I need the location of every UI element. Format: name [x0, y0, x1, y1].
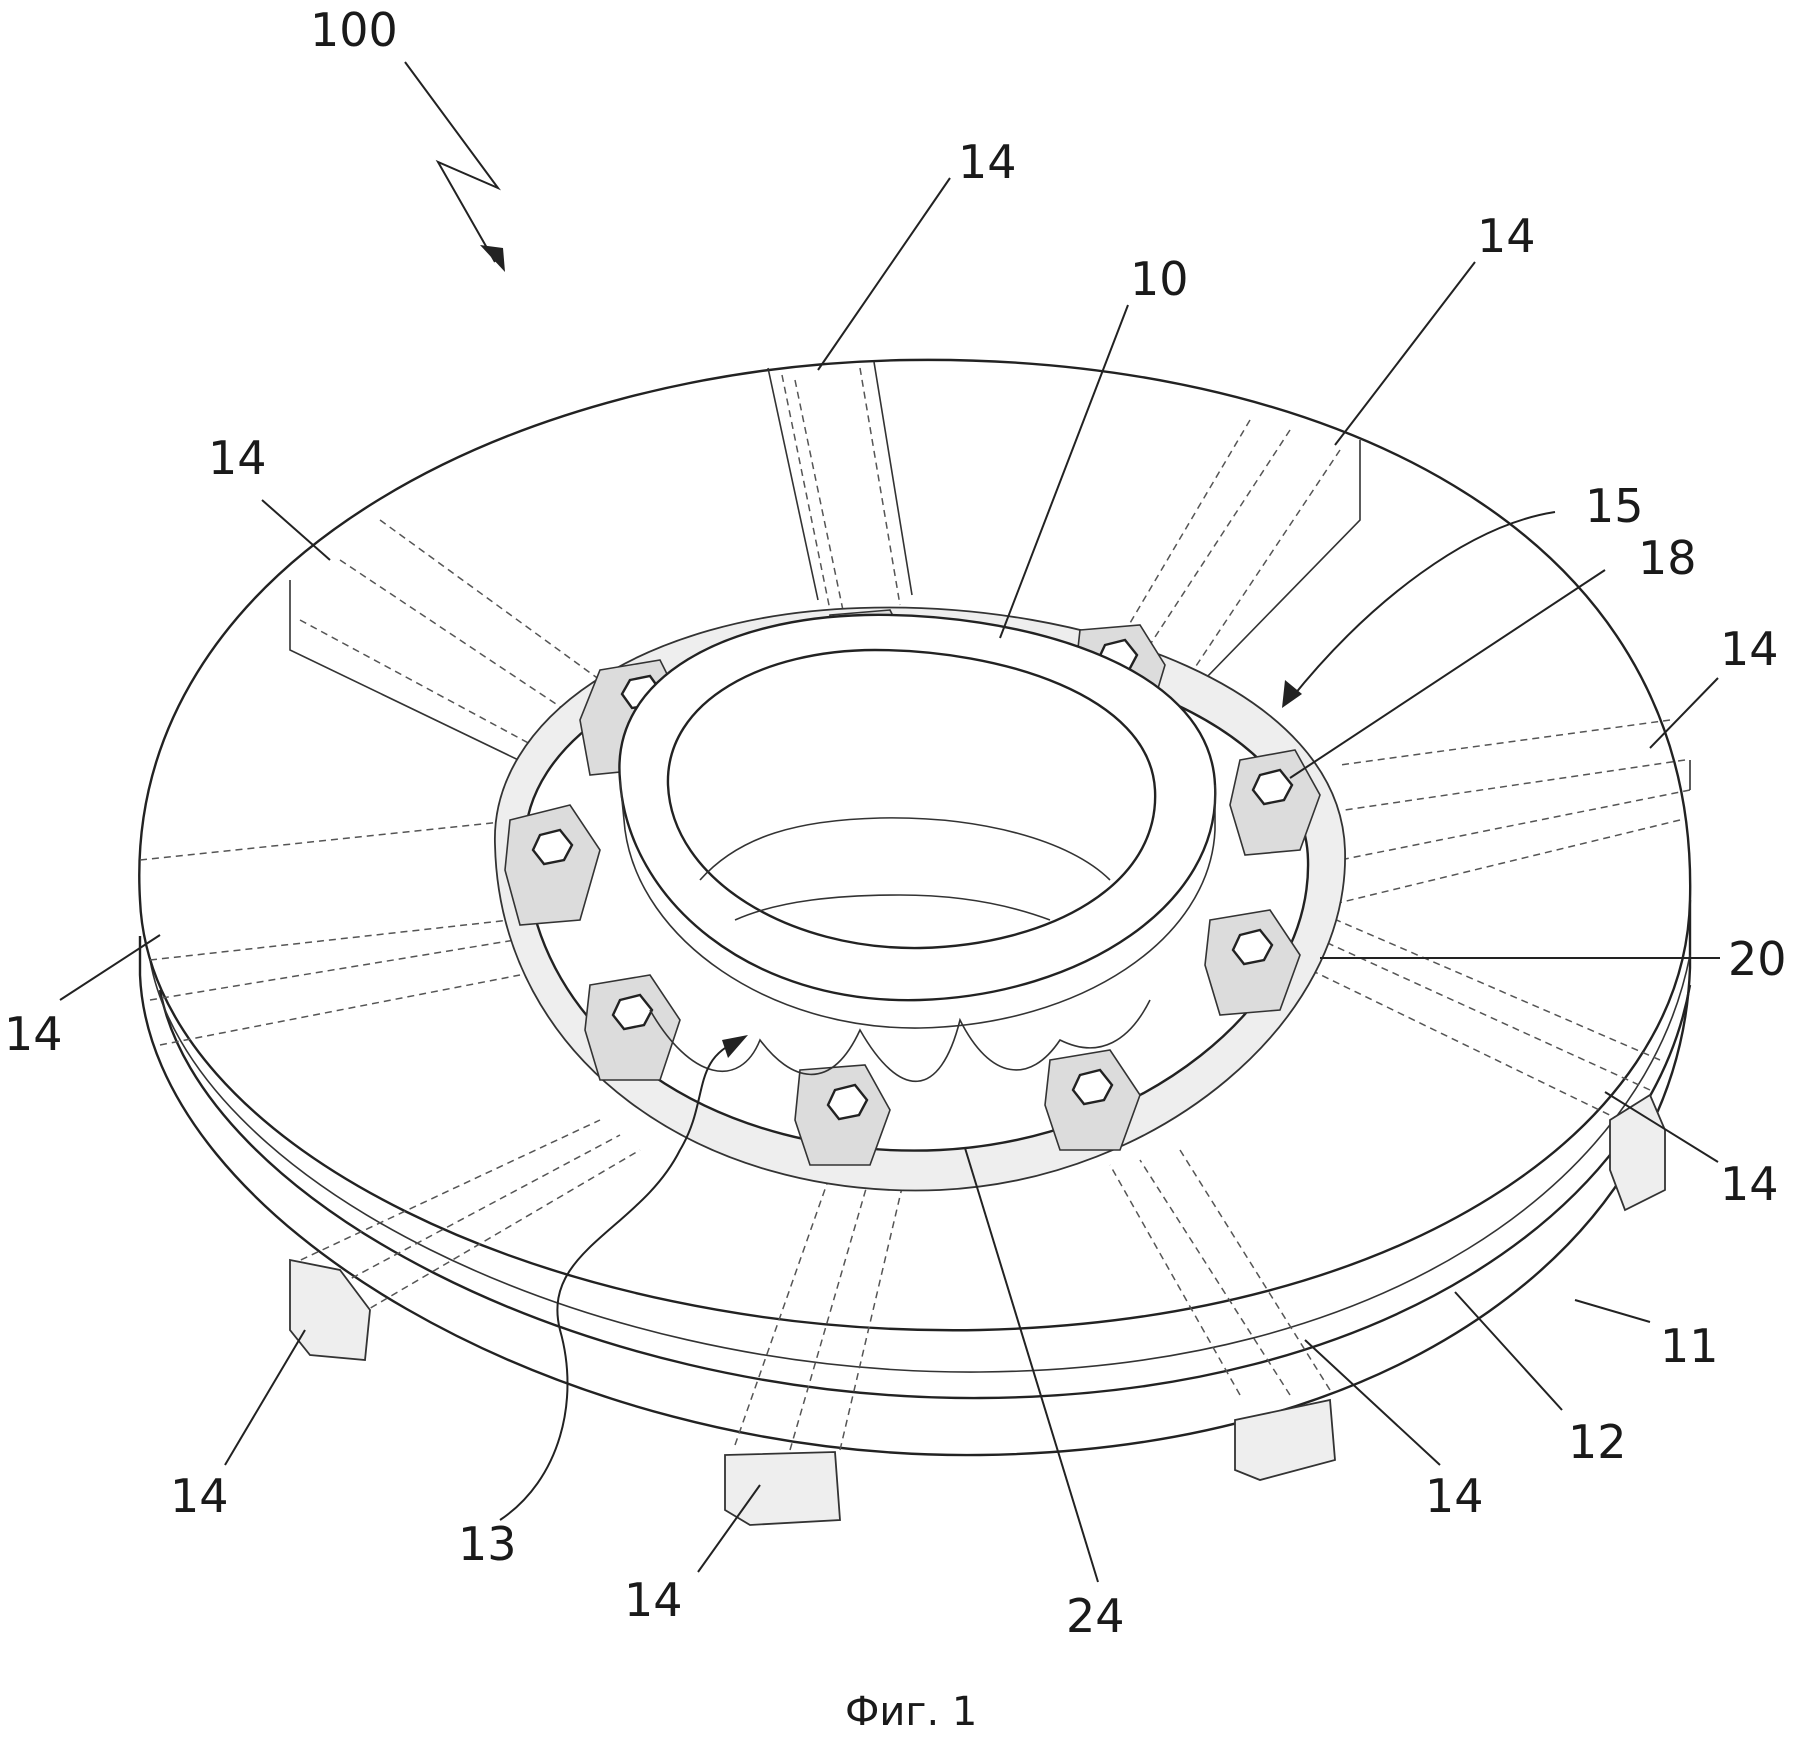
label-11: 11 [1660, 1319, 1719, 1373]
spoke-bottomright [1109, 1149, 1331, 1396]
leader-14-bottom [697, 1484, 761, 1573]
spokes [139, 361, 1691, 1526]
hub-assembly [494, 606, 1346, 1192]
spoke-left [139, 819, 521, 1046]
label-13: 13 [458, 1517, 517, 1571]
label-15: 15 [1585, 479, 1644, 533]
label-14-left: 14 [4, 1007, 63, 1061]
leader-12 [1454, 1291, 1563, 1411]
spoke-bottomleft-foot [289, 1258, 371, 1361]
label-14-upperleft: 14 [208, 431, 267, 485]
leader-14-bottomright [1304, 1339, 1441, 1466]
leader-11 [1574, 1299, 1651, 1323]
figure-caption: Фиг. 1 [845, 1689, 977, 1735]
leader-14-upperleft [261, 499, 331, 561]
leader-13 [499, 1039, 741, 1521]
spoke-upperleft [289, 580, 561, 781]
disc-outer-rim-bottom [138, 900, 1692, 1457]
arrowhead-15 [1282, 680, 1302, 708]
label-14-right: 14 [1720, 622, 1779, 676]
leader-15 [1289, 511, 1556, 701]
label-24: 24 [1066, 1589, 1125, 1643]
arrowhead-13 [722, 1035, 748, 1058]
spoke-lowerright-foot [1609, 1093, 1666, 1212]
leader-10 [999, 304, 1129, 639]
label-14-bottomleft: 14 [170, 1469, 229, 1523]
spoke-topright-b [1119, 419, 1341, 691]
leader-24 [964, 1147, 1099, 1583]
label-14-bottom: 14 [624, 1573, 683, 1627]
arrowhead-100 [480, 245, 505, 272]
spoke-top-b [873, 361, 913, 596]
leader-14-top [817, 177, 951, 371]
bolt-head-2 [531, 828, 574, 866]
label-14-top: 14 [958, 135, 1017, 189]
label-14-lowerright: 14 [1720, 1157, 1779, 1211]
hub-scallops [649, 999, 1151, 1083]
hub-bore-inner [699, 817, 1111, 881]
spoke-topright [1164, 440, 1361, 721]
hub-bore-floor [734, 894, 1051, 921]
spoke-right [1329, 719, 1691, 906]
hub-bore [666, 648, 1157, 950]
leader-lines [59, 61, 1720, 1583]
spoke-bottom-foot [724, 1451, 841, 1526]
hub-ring-side [619, 779, 1216, 1029]
label-18: 18 [1638, 531, 1697, 585]
reference-labels: 100 14 10 14 14 15 18 14 20 14 14 11 12 … [4, 3, 1787, 1643]
disc-ring-step [158, 984, 1692, 1400]
label-20: 20 [1728, 932, 1787, 986]
bolt-head-3 [611, 993, 654, 1031]
bolt-head-5 [1071, 1068, 1114, 1106]
bolt-head-4 [826, 1083, 869, 1121]
spoke-upperleft-b [299, 519, 601, 761]
disc-ring-step-inner [149, 954, 1691, 1373]
leader-14-lowerright [1604, 1091, 1719, 1163]
leader-14-right [1649, 677, 1719, 749]
label-100: 100 [310, 3, 398, 57]
label-10: 10 [1130, 252, 1189, 306]
spoke-top-c [781, 367, 901, 621]
bolt-boss-2 [504, 804, 601, 926]
spoke-top [767, 367, 819, 601]
label-12: 12 [1568, 1415, 1627, 1469]
leader-14-bottomleft [224, 1329, 306, 1466]
bolt-head-7 [1251, 768, 1294, 806]
leader-14-left [59, 934, 161, 1001]
bolt-head-6 [1231, 928, 1274, 966]
leader-100 [404, 61, 502, 263]
spoke-bottomleft [289, 1119, 641, 1321]
label-14-topright: 14 [1477, 209, 1536, 263]
spoke-bottomright-foot [1234, 1398, 1336, 1481]
leader-18 [1289, 569, 1606, 779]
spoke-lowerright [1289, 914, 1661, 1121]
leader-14-topright [1334, 261, 1476, 446]
label-14-bottomright: 14 [1425, 1469, 1484, 1523]
